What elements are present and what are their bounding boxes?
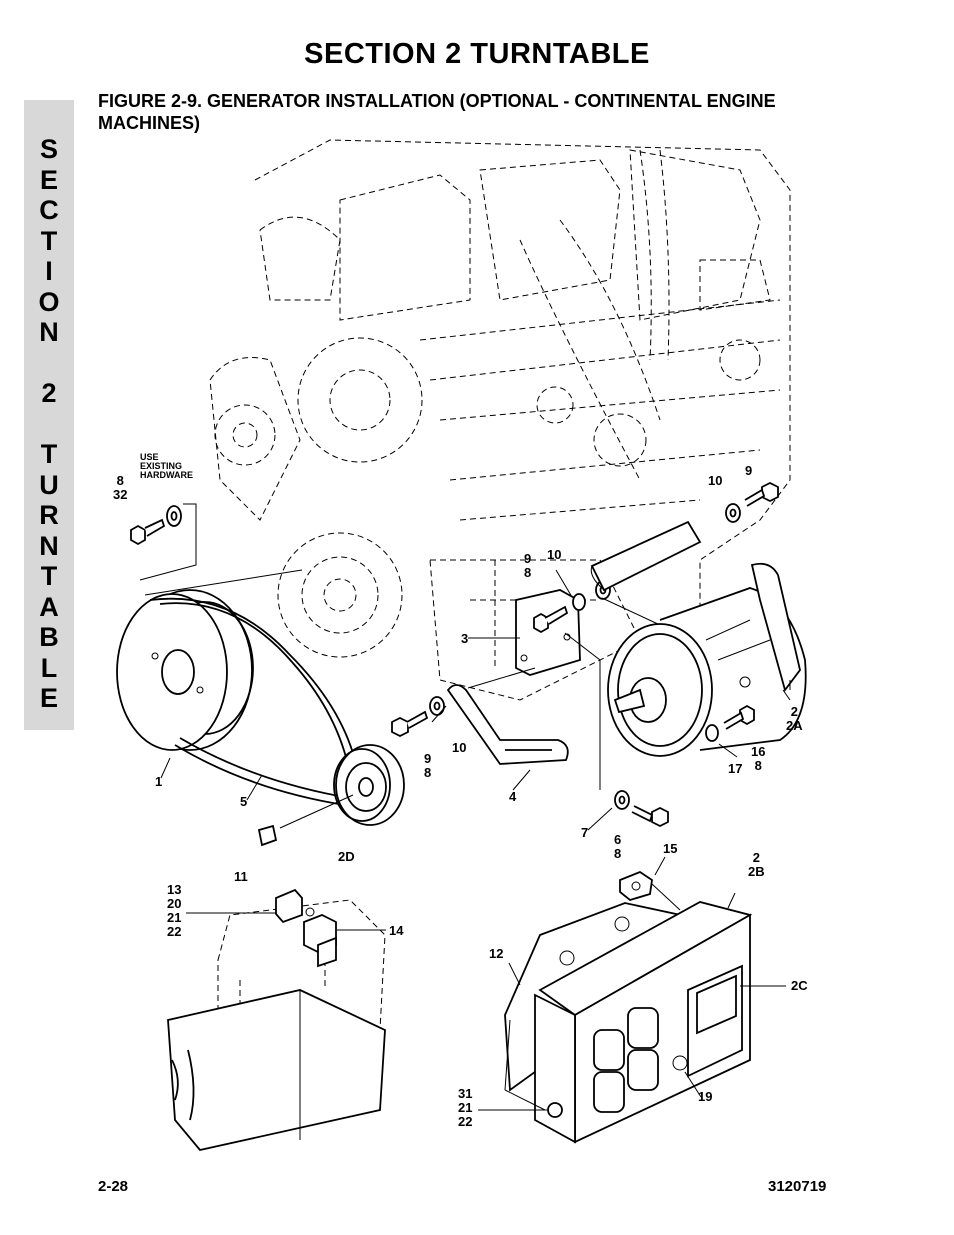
- callout-5: 5: [240, 794, 248, 809]
- callout-3: 3: [461, 631, 469, 646]
- callout-12: 12: [489, 946, 504, 961]
- turntable-column: [167, 888, 386, 1151]
- switch-15: [619, 870, 681, 911]
- generator-2: [607, 562, 807, 757]
- callout-31-21-22: 31 21 22: [458, 1086, 473, 1129]
- callout-15: 15: [663, 841, 678, 856]
- bolt-16: [705, 704, 755, 742]
- callout-leaders: [160, 569, 791, 1111]
- callout-10-top: 10: [708, 473, 723, 488]
- callout-11: 11: [234, 869, 248, 884]
- callout-use-existing-hardware: USE EXISTING HARDWARE: [140, 452, 193, 480]
- callout-17: 17: [728, 761, 743, 776]
- bolt-6: [614, 790, 669, 828]
- figure-title: FIGURE 2-9. GENERATOR INSTALLATION (OPTI…: [98, 91, 776, 133]
- adjusting-arm-4: [446, 667, 569, 765]
- callout-9-8-mid: 9 8: [524, 551, 532, 580]
- bolt-8: [130, 503, 197, 581]
- pivot-rod: [564, 520, 702, 790]
- engine-outline: [209, 139, 791, 701]
- belt-5: [149, 597, 356, 806]
- callout-2-2b: 2 2B: [748, 850, 765, 879]
- callout-4: 4: [509, 789, 517, 804]
- callout-9-top: 9: [745, 463, 753, 478]
- callout-16-8: 16 8: [751, 744, 766, 773]
- side-tab-text: S E C T I O N 2 T U R N T A B L E: [38, 134, 60, 713]
- generator-pulley-2d: [257, 744, 405, 847]
- document-number: 3120719: [768, 1178, 827, 1195]
- callout-10-low: 10: [452, 740, 467, 755]
- callout-8-32: 8 32: [113, 473, 128, 502]
- callout-7: 7: [581, 825, 589, 840]
- bracket-3: [468, 589, 581, 676]
- bolt-9-top: [725, 481, 779, 523]
- callout-10-mid: 10: [547, 547, 562, 562]
- callout-2-2a: 2 2A: [786, 704, 803, 733]
- callout-2d: 2D: [338, 849, 355, 864]
- callout-6-8: 6 8: [614, 832, 622, 861]
- callout-13-20-21-22: 13 20 21 22: [167, 882, 182, 939]
- callout-1: 1: [155, 774, 163, 789]
- section-title: SECTION 2 TURNTABLE: [304, 38, 650, 70]
- crank-pulley-1: [116, 569, 303, 751]
- callout-2c: 2C: [791, 978, 808, 993]
- section-side-tab: S E C T I O N 2 T U R N T A B L E: [24, 100, 74, 730]
- outlet-box-2b: [504, 901, 753, 1144]
- callout-14: 14: [389, 923, 404, 938]
- page-number: 2-28: [98, 1178, 129, 1195]
- callout-9-8-low: 9 8: [424, 751, 432, 780]
- bolt-9-low: [391, 696, 445, 738]
- callout-19: 19: [698, 1089, 713, 1104]
